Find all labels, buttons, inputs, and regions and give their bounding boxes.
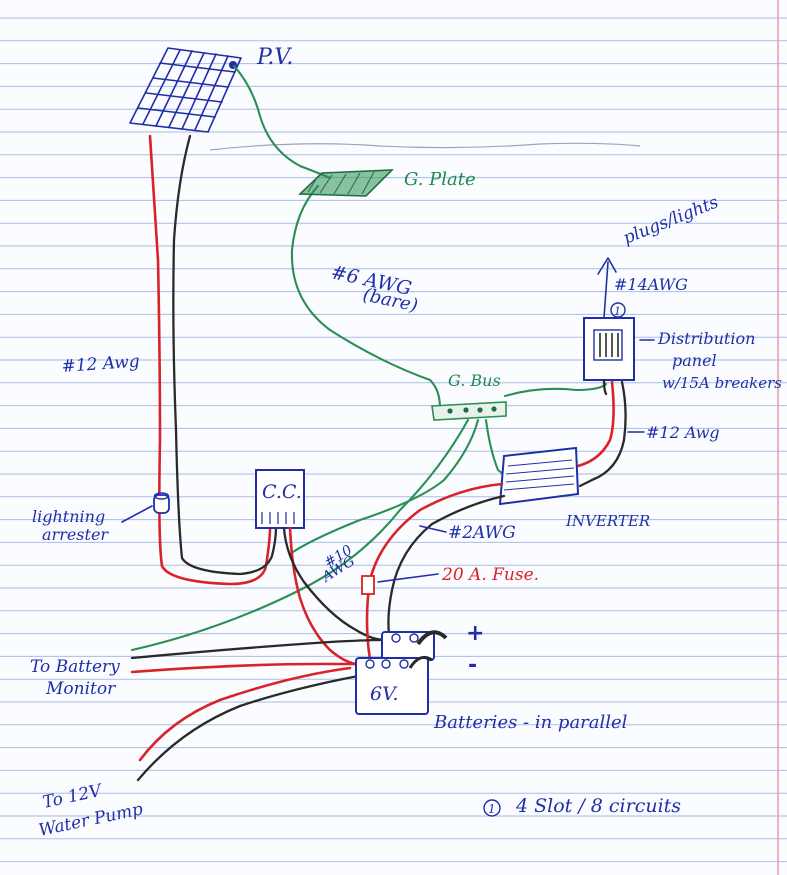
distribution-panel-label-3: w/15A breakers	[662, 374, 782, 392]
ground-bus-label: G. Bus	[448, 371, 501, 390]
pv-label: P.V.	[256, 45, 293, 70]
pv-wiring	[148, 134, 278, 586]
fuse-label: 20 A. Fuse.	[441, 565, 539, 585]
wire-2awg-label: #2AWG	[448, 523, 516, 543]
distribution-panel-icon	[583, 317, 635, 381]
ground-plate-icon	[298, 169, 395, 197]
lightning-arrester-label-1: lightning	[32, 507, 105, 526]
ground-bus-icon	[431, 401, 507, 421]
fuse-pointer	[377, 573, 439, 583]
ground-plate-label: G. Plate	[404, 169, 476, 190]
battery-monitor-wiring	[130, 638, 386, 674]
battery-monitor-label-1: To Battery	[30, 657, 120, 677]
bottom-note-marker-text: 1	[488, 802, 496, 816]
arrester-pointer	[121, 505, 153, 523]
fuse-icon	[361, 575, 375, 595]
distribution-panel-label-2: panel	[672, 351, 717, 370]
wire-12awg-left-label: #12 Awg	[61, 352, 141, 377]
ground-surface	[209, 142, 641, 151]
bottom-note-label: 4 Slot / 8 circuits	[515, 795, 681, 817]
panel-inverter-wiring	[576, 380, 627, 488]
bottom-note-marker-circle	[483, 799, 501, 817]
distribution-panel-label-1: Distribution	[657, 329, 755, 348]
wire-14awg-label: #14AWG	[614, 275, 688, 294]
charge-controller-icon	[255, 469, 305, 529]
inverter-icon	[498, 446, 580, 506]
batteries-label: Batteries - in parallel	[433, 712, 628, 733]
arrow-up-icon	[597, 257, 617, 319]
battery-monitor-label-2: Monitor	[45, 679, 116, 699]
water-pump-wiring	[136, 666, 382, 782]
note-marker-text: 1	[614, 305, 621, 318]
ground-wiring	[130, 64, 608, 652]
charge-controller-label: C.C.	[262, 481, 302, 503]
panel-lead	[602, 378, 608, 396]
inverter-label: INVERTER	[565, 512, 650, 530]
battery-voltage-label: 6V.	[370, 683, 399, 705]
note-marker-circle	[610, 302, 626, 318]
solar-panel-icon	[129, 47, 242, 133]
lightning-arrester-label-2: arrester	[42, 525, 109, 544]
wire-12awg-right-label: #12 Awg	[646, 423, 720, 442]
negative-terminal-sign: -	[468, 653, 477, 678]
positive-terminal-sign: +	[466, 621, 484, 646]
plugs-lights-label: plugs/lights	[620, 192, 721, 248]
lightning-arrester-icon	[153, 492, 170, 514]
wire-2awg-pointer	[419, 525, 447, 533]
cc-battery-wiring	[282, 526, 388, 666]
inverter-battery-wiring	[365, 482, 506, 662]
battery-icon	[355, 630, 448, 715]
